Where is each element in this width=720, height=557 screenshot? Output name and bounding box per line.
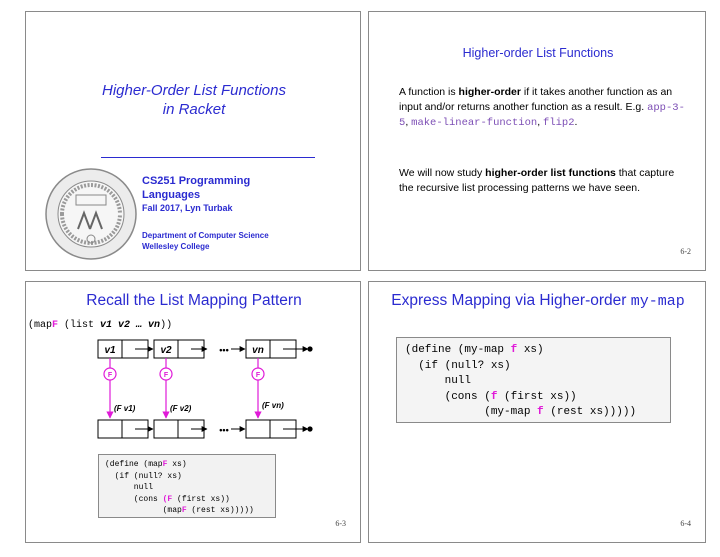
study-paragraph: We will now study higher-order list func… bbox=[399, 167, 675, 194]
wellesley-seal-icon bbox=[45, 168, 137, 260]
null-terminator bbox=[307, 426, 313, 432]
course-name: CS251 Programming Languages bbox=[142, 175, 251, 201]
ellipsis-top: ••• bbox=[219, 345, 228, 355]
map-code-box: (define (mapF xs) (if (null? xs) null (c… bbox=[98, 454, 276, 518]
page-number: 6-2 bbox=[680, 247, 691, 256]
slide-higher-order-intro: Higher-order List Functions A function i… bbox=[368, 11, 706, 271]
label-v2: v2 bbox=[160, 345, 172, 356]
label-v1: v1 bbox=[104, 345, 116, 356]
f-label-n: F bbox=[256, 372, 261, 379]
title-divider bbox=[101, 157, 315, 158]
title-line-1: Higher-Order List Functions bbox=[102, 82, 286, 99]
label-f-vn: (F vn) bbox=[262, 401, 284, 410]
page-number: 6-3 bbox=[335, 519, 346, 528]
code-flip2: flip2 bbox=[543, 117, 575, 129]
f-function-nodes bbox=[103, 367, 265, 381]
map-expression: (mapF (list v1 v2 … vn)) bbox=[28, 320, 173, 331]
title-line-2: in Racket bbox=[162, 101, 226, 118]
page-number: 6-4 bbox=[680, 519, 691, 528]
department: Department of Computer Science Wellesley… bbox=[142, 231, 269, 251]
definition-paragraph: A function is higher-order if it takes a… bbox=[399, 86, 685, 130]
slide-mapping-pattern: Recall the List Mapping Pattern (mapF (l… bbox=[25, 281, 361, 543]
code-app-3-5: app-3-5 bbox=[399, 101, 685, 130]
my-map-code-box: (define (my-map f xs) (if (null? xs) nul… bbox=[396, 337, 671, 423]
null-terminator bbox=[307, 346, 313, 352]
presentation-title: Higher-Order List Functions in Racket bbox=[26, 81, 362, 119]
label-f-v2: (F v2) bbox=[170, 404, 192, 413]
label-vn: vn bbox=[252, 345, 264, 356]
slide-my-map: Express Mapping via Higher-order my-map … bbox=[368, 281, 706, 543]
slide-heading: Higher-order List Functions bbox=[462, 46, 614, 60]
f-label-1: F bbox=[108, 372, 113, 379]
f-label-2: F bbox=[164, 372, 169, 379]
course-term: Fall 2017, Lyn Turbak bbox=[142, 203, 233, 213]
ellipsis-bottom: ••• bbox=[219, 425, 228, 435]
slide-heading: Recall the List Mapping Pattern bbox=[86, 292, 302, 309]
mapping-diagram: v1 v2 vn ••• F F F (F v1) (F v2) (F vn) bbox=[97, 339, 313, 439]
slide-heading: Express Mapping via Higher-order my-map bbox=[391, 292, 685, 310]
slide-title: Higher-Order List Functions in Racket CS… bbox=[25, 11, 361, 271]
code-make-linear-function: make-linear-function bbox=[411, 117, 538, 129]
label-f-v1: (F v1) bbox=[114, 404, 136, 413]
